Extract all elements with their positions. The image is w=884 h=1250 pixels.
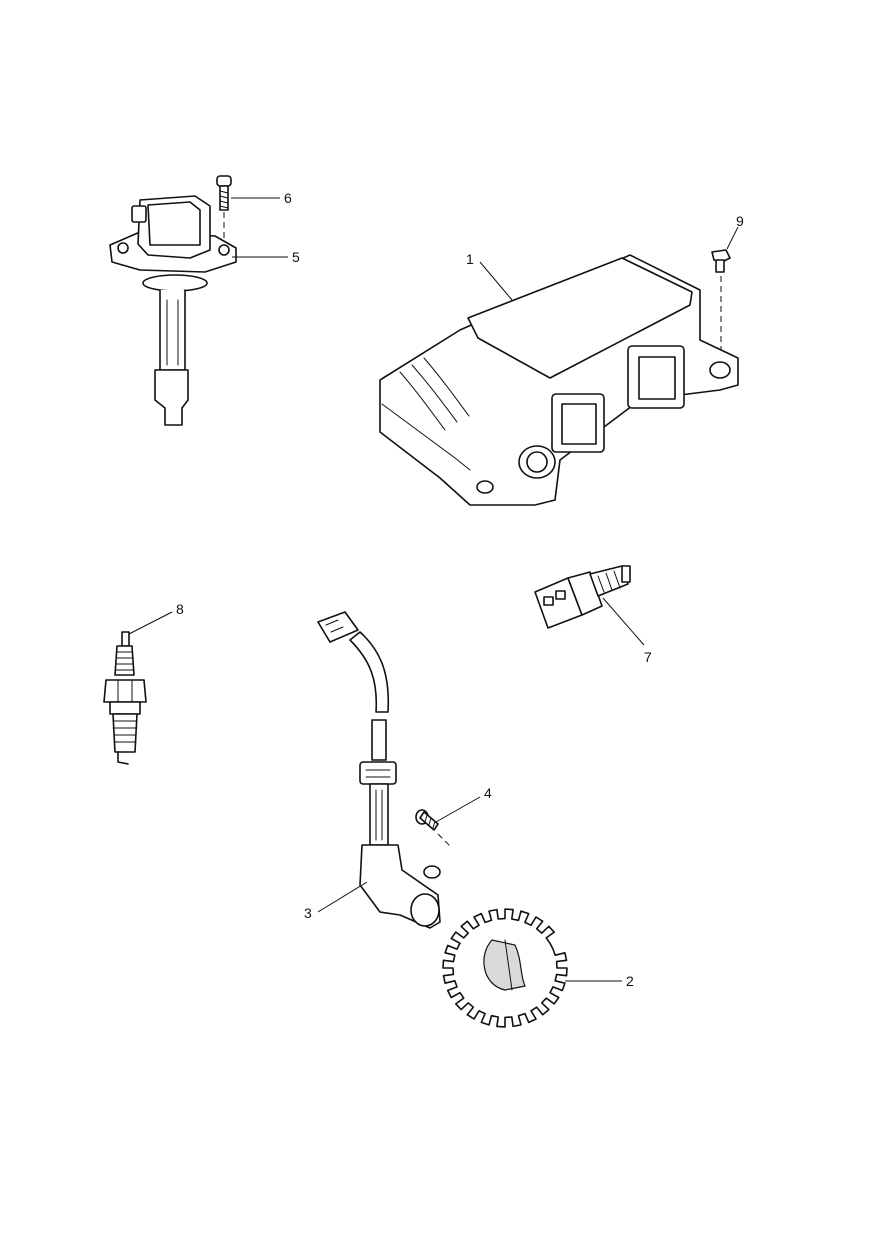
ecm-screw	[711, 249, 731, 350]
leader-lines	[128, 197, 739, 982]
coil-bolt	[216, 175, 232, 240]
callout-1: 1	[466, 251, 474, 267]
callout-labels: 1 2 3 4 5 6 7 8 9	[176, 190, 744, 989]
ignition-coil	[109, 195, 237, 426]
ecm-module	[379, 254, 739, 506]
callout-7: 7	[644, 649, 652, 665]
callout-4: 4	[484, 785, 492, 801]
crank-position-sensor	[317, 611, 441, 929]
callout-2: 2	[626, 973, 634, 989]
leader-3	[317, 881, 368, 913]
callout-3: 3	[304, 905, 312, 921]
callout-5: 5	[292, 249, 300, 265]
sensor-switch	[534, 565, 631, 629]
callout-8: 8	[176, 601, 184, 617]
leader-4	[435, 796, 481, 823]
leader-9	[726, 226, 739, 250]
reluctor-wheel	[442, 908, 568, 1028]
leader-7	[602, 597, 645, 646]
sensor-bolt	[415, 809, 453, 849]
leader-1	[479, 261, 513, 301]
leader-8	[128, 611, 173, 635]
spark-plug	[103, 631, 147, 765]
callout-6: 6	[284, 190, 292, 206]
callout-9: 9	[736, 213, 744, 229]
